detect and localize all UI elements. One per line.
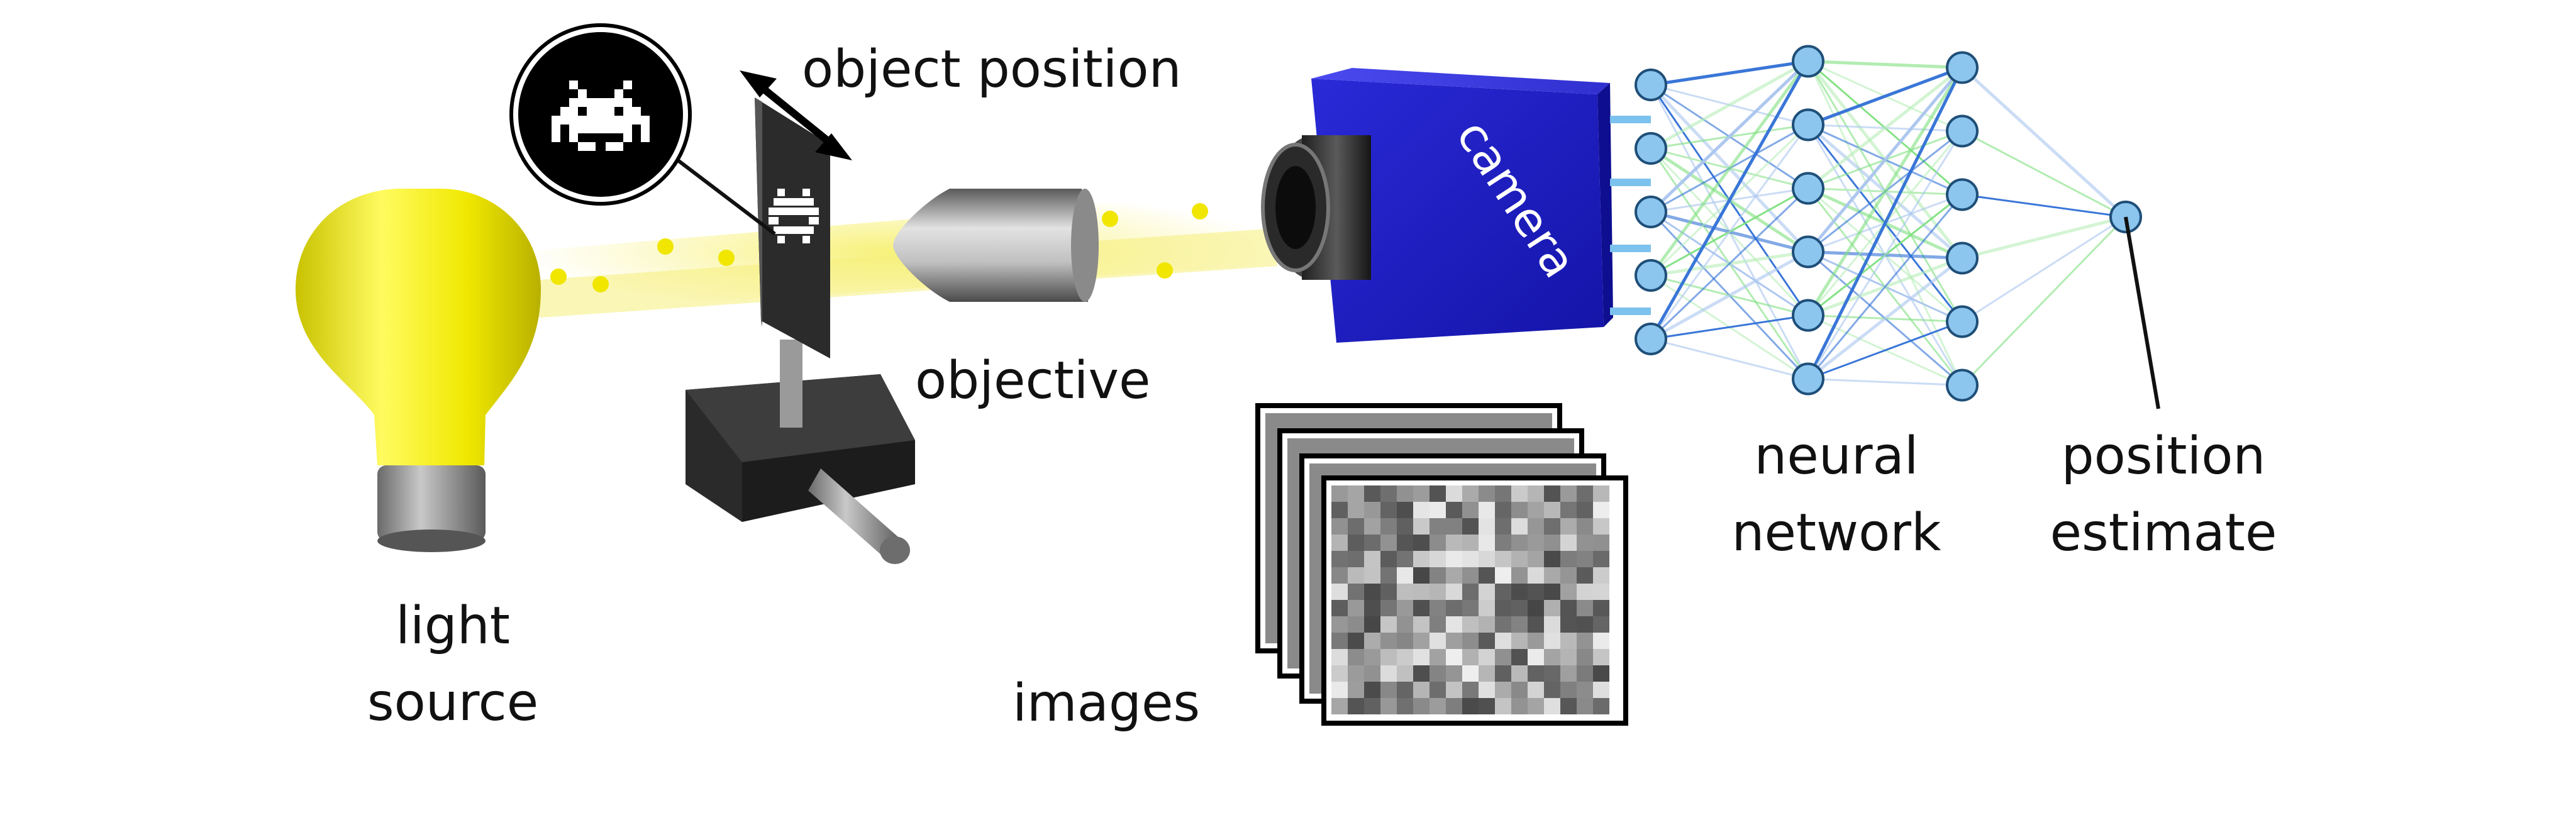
object-stage [686,340,915,564]
nn-edge [1807,378,1963,386]
nn-node [1635,69,1667,101]
nn-edge [1962,194,2126,218]
object-position-label: object position [802,40,1182,99]
image-stack [1255,403,1628,726]
nn-node [1792,235,1824,269]
nn-node [1946,241,1979,275]
nn-edge [1961,216,2127,386]
nn-edge [1807,130,1963,380]
nn-edge [1806,67,1964,380]
slide-invader-icon [769,189,819,243]
nn-node [1635,323,1667,355]
nn-edge [1650,124,1809,340]
nn-node [1946,369,1979,402]
light-source-line1: light [396,596,510,656]
nn-node [1946,114,1979,148]
nn-edge [1649,60,1810,340]
object-slide [755,97,830,358]
nn-node [1946,51,1979,84]
space-invader-icon [552,80,650,151]
image-frame [1321,475,1628,726]
nn-edge [1807,321,1963,380]
nn-edge [1806,67,1964,316]
nn-edge [1650,60,1809,87]
light-bulb [296,189,541,552]
nn-edge [1807,66,1963,253]
nn-edge [1650,187,1809,340]
camera-network-links [1610,116,1651,315]
light-source-line2: source [367,673,539,733]
nn-node [1635,132,1667,165]
neural-network-line1: neural [1754,426,1919,486]
position-estimate-line2: estimate [2050,503,2277,563]
nn-edge [1650,60,1809,150]
nn-edge [1962,216,2126,323]
nn-edge [1961,66,2127,218]
nn-node [1792,299,1824,332]
neural-network-label: neural network [1711,418,1962,572]
camera: camera [1261,68,1613,343]
nn-node [1792,172,1824,205]
nn-edge [1650,250,1809,341]
double-arrow-icon [740,70,852,160]
nn-node [1635,259,1667,292]
nn-node [1792,362,1824,396]
nn-node [1946,178,1979,211]
nn-edge [1807,66,1963,126]
photons [550,203,1208,292]
nn-edge [1650,314,1809,340]
nn-edge [1962,215,2126,260]
neural-network-edges [1649,60,2127,386]
objective-lens [893,189,1099,302]
object-zoom-callout [509,23,776,236]
nn-edge [1807,66,1963,190]
nn-edge [1650,60,1809,213]
nn-edge [1650,338,1809,380]
images-label: images [1013,674,1201,733]
neural-network-line2: network [1731,503,1941,563]
position-estimate-leader [2124,216,2160,409]
objective-label: objective [915,351,1151,411]
nn-node [1792,45,1824,78]
nn-node [1635,196,1667,228]
light-source-label: light source [327,588,579,741]
position-estimate-line1: position [2061,426,2266,486]
neural-network-nodes [1635,45,2142,402]
nn-edge [1649,60,1810,277]
camera-lens [1261,135,1371,280]
nn-node [1792,108,1824,141]
nn-edge [1807,60,1963,69]
nn-edge [1807,194,1963,380]
nn-edge [1807,257,1963,380]
nn-edge [1962,130,2126,218]
nn-node [1946,305,1979,338]
position-estimate-label: position estimate [2038,418,2289,572]
